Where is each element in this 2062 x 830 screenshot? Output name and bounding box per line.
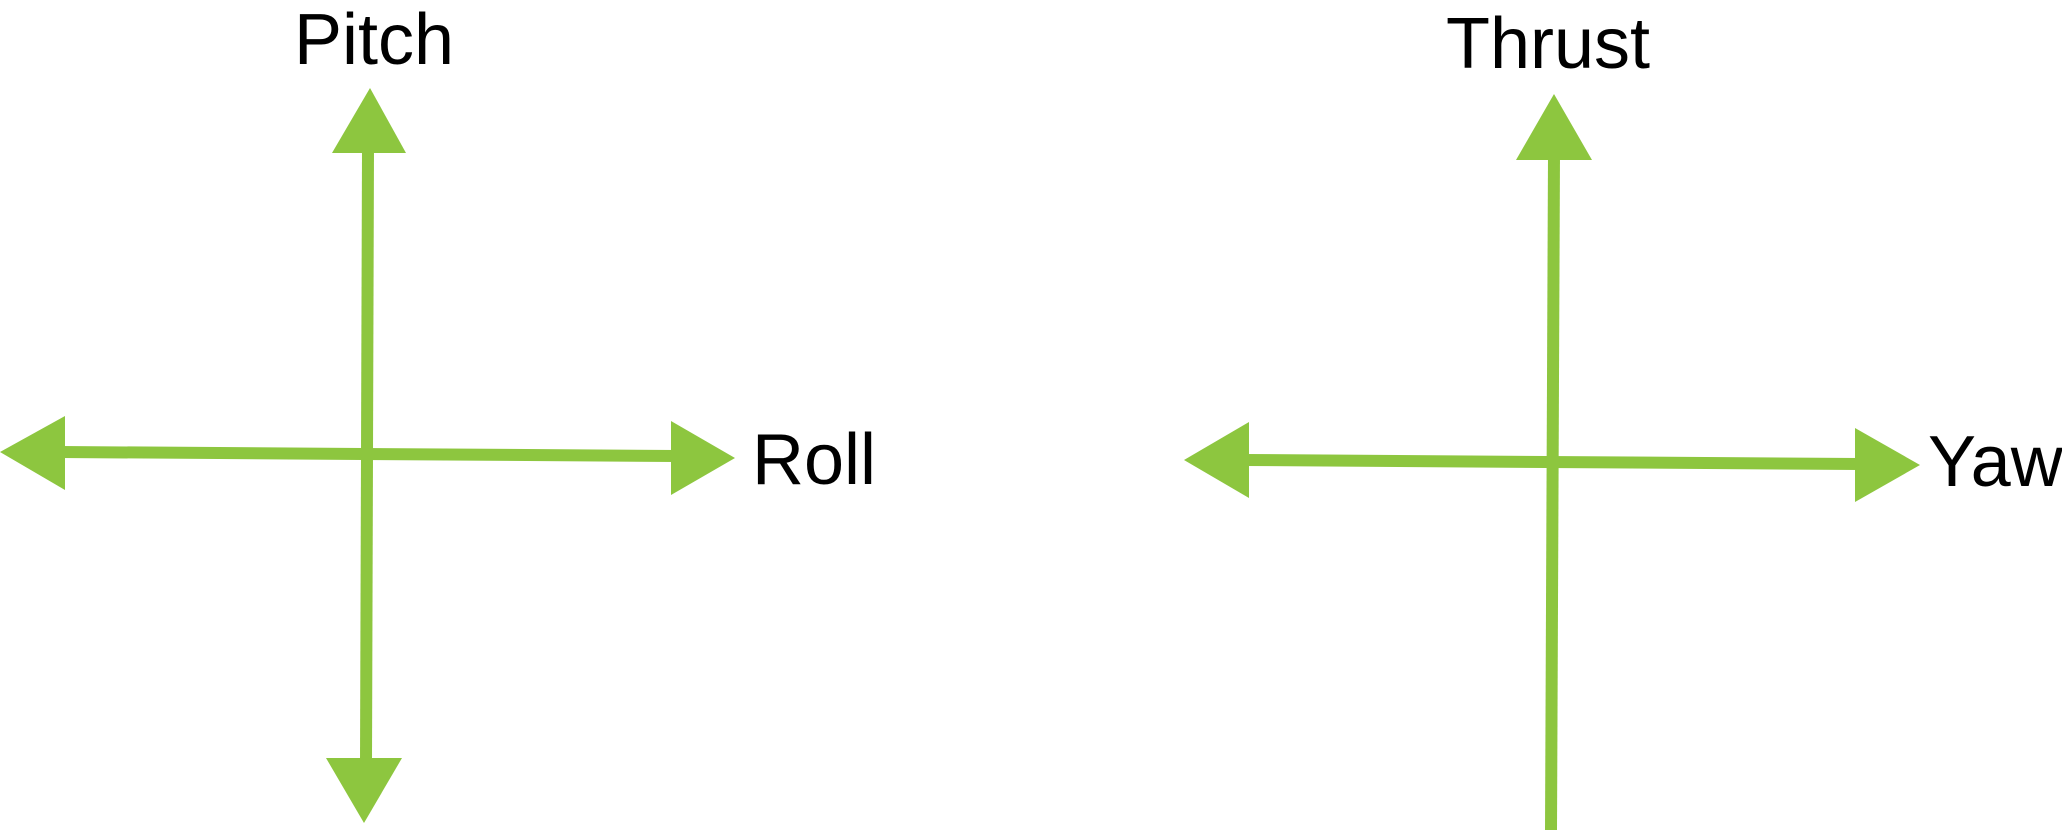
yaw-left-arrowhead — [1184, 422, 1249, 498]
roll-label: Roll — [752, 420, 876, 500]
left-stick-axes: Pitch Roll — [0, 0, 876, 823]
yaw-label: Yaw — [1928, 422, 2062, 502]
yaw-right-arrowhead — [1855, 428, 1920, 502]
pitch-label: Pitch — [294, 0, 454, 80]
roll-right-arrowhead — [671, 421, 735, 495]
roll-left-arrowhead — [0, 416, 65, 490]
thrust-label: Thrust — [1446, 4, 1650, 84]
thrust-up-arrowhead — [1516, 94, 1592, 160]
thrust-axis-line — [1545, 153, 1560, 830]
pitch-down-arrowhead — [326, 758, 402, 823]
right-stick-axes: Thrust Yaw — [1184, 4, 2062, 830]
pitch-up-arrowhead — [332, 88, 406, 153]
roll-axis-line — [59, 446, 677, 462]
yaw-axis-line — [1243, 454, 1861, 470]
